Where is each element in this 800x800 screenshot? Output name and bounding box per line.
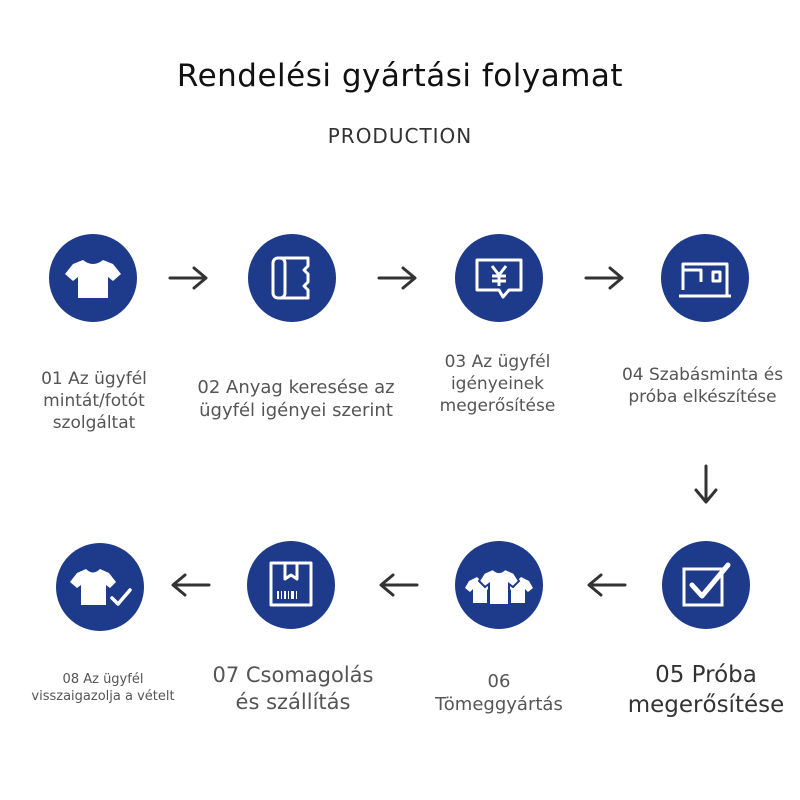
- step-1-circle: [49, 234, 137, 322]
- step-6-label: 06 Tömeggyártás: [435, 671, 563, 716]
- step-4-label: 04 Szabásminta és próba elkészítése: [621, 365, 784, 408]
- step-5-circle: [662, 541, 750, 629]
- arrow-down-icon: [691, 463, 721, 507]
- arrow-right-icon: [167, 263, 211, 293]
- step-6-circle: [455, 541, 543, 629]
- arrow-right-icon: [376, 263, 420, 293]
- multiple-shirts-icon: [465, 567, 533, 606]
- step-8-label: 08 Az ügyfél visszaigazolja a vételt: [31, 672, 175, 704]
- page-title: Rendelési gyártási folyamat: [176, 58, 624, 94]
- step-1-label: 01 Az ügyfél mintát/fotót szolgáltat: [41, 369, 147, 434]
- step-3-label: 03 Az ügyfél igényeinek megerősítése: [439, 352, 556, 417]
- step-8-circle: [56, 543, 144, 631]
- tshirt-check-icon: [70, 569, 132, 606]
- fabric-roll-icon: [271, 256, 310, 300]
- package-box-icon: [269, 561, 313, 607]
- step-7-circle: [247, 541, 335, 629]
- step-5-label: 05 Próba megerősítése: [627, 662, 785, 718]
- step-4-circle: [661, 234, 749, 322]
- arrow-right-icon: [583, 263, 627, 293]
- sewing-machine-icon: [679, 262, 731, 298]
- page-subtitle: PRODUCTION: [327, 124, 473, 148]
- step-2-circle: [248, 234, 336, 322]
- checkbox-icon: [682, 562, 731, 607]
- arrow-left-icon: [168, 570, 212, 600]
- step-3-circle: [455, 234, 543, 322]
- yen-message-icon: [475, 258, 523, 299]
- step-7-label: 07 Csomagolás és szállítás: [212, 663, 374, 715]
- step-2-label: 02 Anyag keresése az ügyfél igényei szer…: [197, 377, 395, 422]
- arrow-left-icon: [376, 570, 420, 600]
- arrow-left-icon: [584, 570, 628, 600]
- tshirt-icon: [65, 260, 121, 298]
